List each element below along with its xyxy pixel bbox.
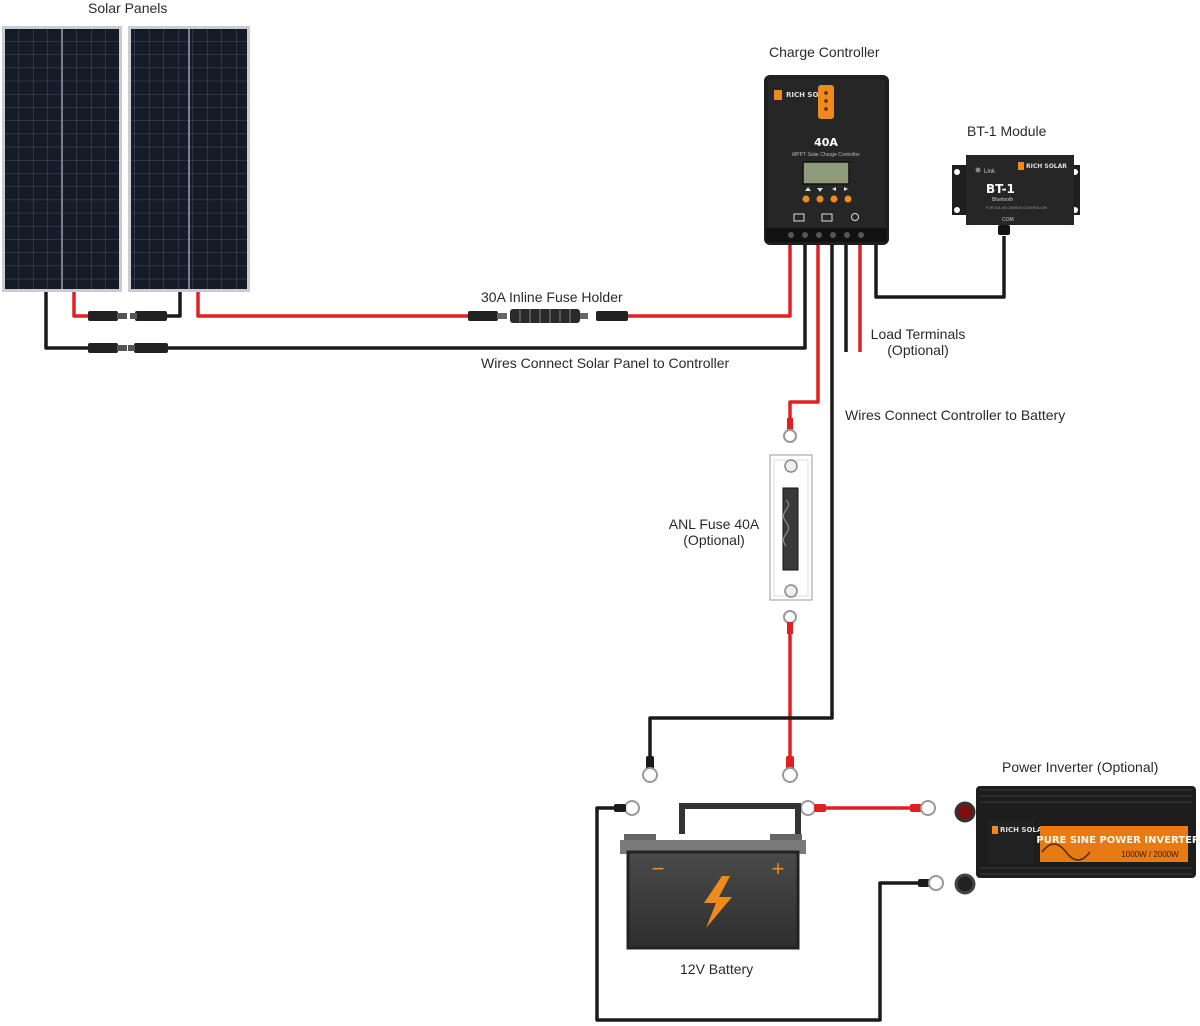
ring-terminal-battery-positive xyxy=(782,756,798,783)
solar-panels-label: Solar Panels xyxy=(88,0,168,16)
power-inverter: RICH SOLAR PURE SINE POWER INVERTER 1000… xyxy=(954,786,1200,895)
solar-icon xyxy=(793,213,805,222)
anl-fuse-line1: ANL Fuse 40A xyxy=(668,516,760,532)
panel-wiring xyxy=(44,244,807,350)
battery-inverter-wiring xyxy=(595,806,922,1022)
solar-panel-left xyxy=(2,26,122,292)
controller-nav-icons xyxy=(805,187,848,192)
inverter-positive-terminal xyxy=(954,801,976,823)
controller-lcd xyxy=(802,161,850,185)
mc4-connector-series xyxy=(88,311,167,321)
controller-status-icons xyxy=(793,213,859,222)
inline-fuse-label: 30A Inline Fuse Holder xyxy=(481,289,623,305)
inline-fuse-holder xyxy=(468,309,628,323)
power-inverter-label: Power Inverter (Optional) xyxy=(1002,759,1159,775)
mc4-connector-negative xyxy=(88,343,168,353)
anl-fuse-label: ANL Fuse 40A (Optional) xyxy=(662,516,766,548)
bt1-link-label: Link xyxy=(984,169,996,175)
lightning-bolt-icon xyxy=(704,876,732,928)
anl-fuse xyxy=(769,454,813,601)
ring-terminal-inverter-neg xyxy=(918,875,944,891)
battery-minus-sign: − xyxy=(652,856,665,881)
bt1-module-label: BT-1 Module xyxy=(967,123,1047,139)
load-terminals-line1: Load Terminals xyxy=(870,326,966,342)
bulb-icon xyxy=(851,213,859,221)
controller-rating: 40A xyxy=(814,136,838,149)
anl-fuse-line2: (Optional) xyxy=(683,532,745,548)
battery: − + xyxy=(620,803,806,950)
solar-panel-right xyxy=(128,26,250,292)
inverter-brand: RICH SOLAR xyxy=(1000,826,1048,834)
inverter-rating: 1000W / 2000W xyxy=(1121,850,1179,859)
battery-icon xyxy=(821,213,833,222)
charge-controller-label: Charge Controller xyxy=(769,44,880,60)
controller-buttons xyxy=(802,195,852,203)
ring-terminal-fuse-top xyxy=(783,418,797,443)
wires-panel-controller-label: Wires Connect Solar Panel to Controller xyxy=(481,355,730,371)
ring-terminal-battery-negative xyxy=(642,756,658,783)
bt1-name: BT-1 xyxy=(986,182,1015,196)
ring-terminal-inverter-pos xyxy=(910,800,936,816)
ring-terminal-inverter-lead-neg xyxy=(614,800,640,816)
bt1-module: Link RICH SOLAR BT-1 Bluetooth FOR SOLAR… xyxy=(952,155,1080,235)
wires-controller-battery-label: Wires Connect Controller to Battery xyxy=(845,407,1066,423)
load-terminals-label: Load Terminals (Optional) xyxy=(866,326,970,358)
controller-model: MPPT Solar Charge Controller xyxy=(792,152,860,158)
ring-terminal-fuse-bottom xyxy=(783,610,797,634)
controller-wiring xyxy=(648,236,1006,760)
charge-controller: RICH SOLAR 40A MPPT Solar Charge Control… xyxy=(764,75,889,245)
ring-terminal-inverter-lead-pos xyxy=(800,800,826,816)
bt1-sub: FOR SOLAR CHARGE CONTROLLER xyxy=(986,206,1048,210)
bt1-bluetooth: Bluetooth xyxy=(992,197,1013,203)
controller-brand: RICH SOLAR xyxy=(786,91,834,99)
load-terminals-line2: (Optional) xyxy=(887,342,949,358)
inverter-title: PURE SINE POWER INVERTER xyxy=(1036,835,1200,846)
bt1-com: COM xyxy=(1002,217,1014,223)
bt1-brand: RICH SOLAR xyxy=(1026,163,1067,170)
battery-label: 12V Battery xyxy=(680,961,754,977)
inverter-negative-terminal xyxy=(954,873,976,895)
controller-terminals xyxy=(766,228,887,242)
battery-plus-sign: + xyxy=(772,856,785,881)
